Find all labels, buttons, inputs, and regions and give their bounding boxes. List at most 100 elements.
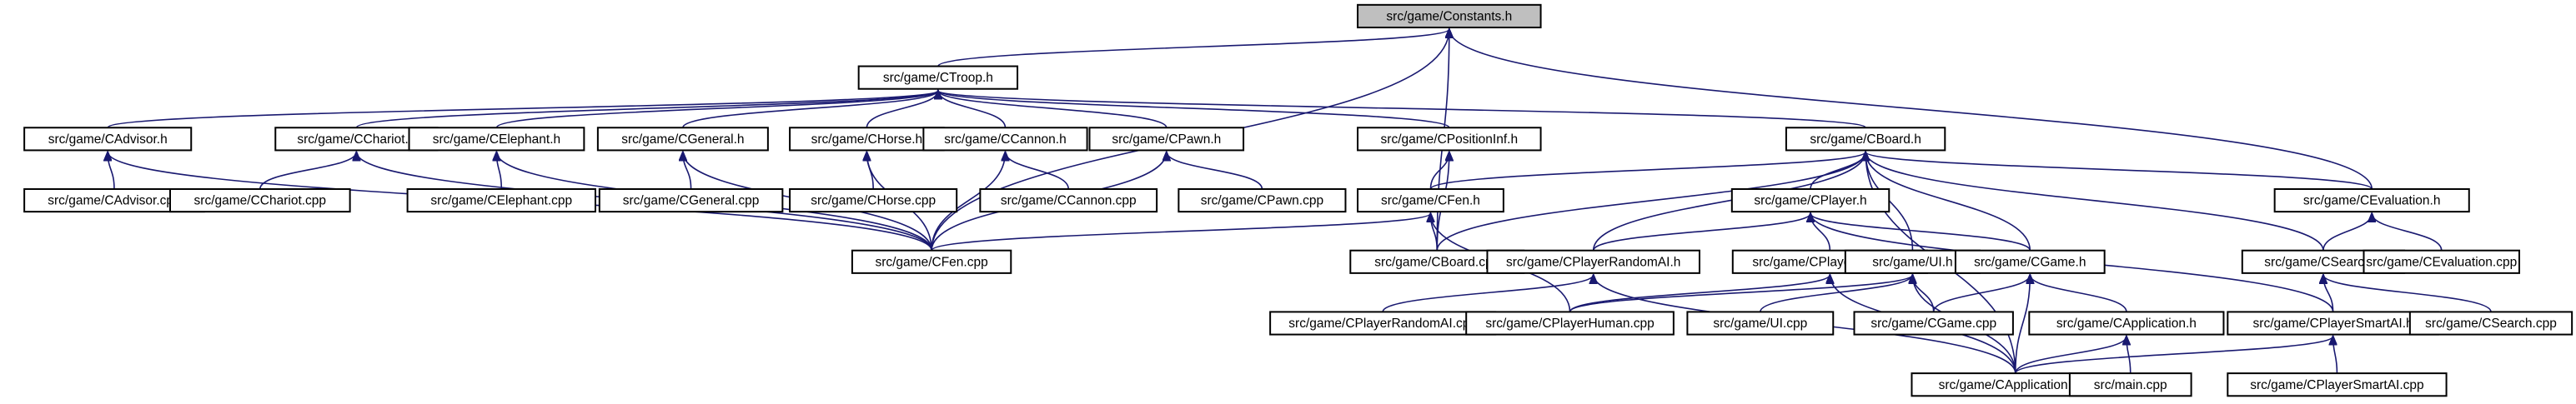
node-box xyxy=(979,187,1158,213)
node-cplayer-h[interactable]: src/game/CPlayer.h xyxy=(1730,187,1891,213)
node-label: src/game/CSearch.h xyxy=(2264,255,2382,269)
edge-cadvisor_h-to-ctroop xyxy=(107,91,938,128)
node-constants[interactable]: src/game/Constants.h xyxy=(1357,3,1542,28)
edge-cplayersmartai_cpp-to-cplayersmartai_h xyxy=(2333,337,2338,374)
node-box xyxy=(1730,187,1891,213)
node-chorse-h[interactable]: src/game/CHorse.h xyxy=(789,127,945,152)
node-cgeneral-h[interactable]: src/game/CGeneral.h xyxy=(596,127,769,152)
node-ccannon-cpp[interactable]: src/game/CCannon.cpp xyxy=(979,187,1158,213)
edge-cevaluation_h-to-constants xyxy=(1449,29,2373,189)
node-cplayersmartai-h[interactable]: src/game/CPlayerSmartAI.h xyxy=(2227,311,2439,336)
node-celephant-cpp[interactable]: src/game/CElephant.cpp xyxy=(406,187,596,213)
node-cgame-cpp[interactable]: src/game/CGame.cpp xyxy=(1853,311,2014,336)
node-cfen-cpp[interactable]: src/game/CFen.cpp xyxy=(851,249,1012,274)
node-ccannon-h[interactable]: src/game/CCannon.h xyxy=(922,127,1088,152)
node-box xyxy=(1465,311,1675,336)
node-cplayersmartai-cpp[interactable]: src/game/CPlayerSmartAI.cpp xyxy=(2227,372,2448,397)
node-cevaluation-h[interactable]: src/game/CEvaluation.h xyxy=(2273,187,2470,213)
node-label: src/game/CHorse.h xyxy=(811,132,923,147)
edge-cfen_h-to-cboard_h xyxy=(1429,152,1865,190)
node-cgeneral-cpp[interactable]: src/game/CGeneral.cpp xyxy=(598,187,784,213)
node-label: src/game/CPlayerSmartAI.h xyxy=(2253,317,2413,331)
node-box xyxy=(1853,311,2014,336)
edges-layer xyxy=(107,29,2492,374)
node-ui-cpp[interactable]: src/game/UI.cpp xyxy=(1686,311,1835,336)
node-label: src/game/CChariot.h xyxy=(297,132,415,147)
node-cfen-h[interactable]: src/game/CFen.h xyxy=(1357,187,1504,213)
node-label: src/game/CElephant.h xyxy=(433,132,560,147)
node-label: src/game/CElephant.cpp xyxy=(430,194,572,208)
node-ctroop[interactable]: src/game/CTroop.h xyxy=(857,65,1019,90)
edge-capplication_cpp-to-cgame_h xyxy=(2015,275,2030,374)
node-box xyxy=(1686,311,1835,336)
edge-cfen_cpp-to-cfen_h xyxy=(931,213,1430,252)
edge-cplayersmartai_h-to-csearch_h xyxy=(2323,275,2334,312)
node-cevaluation-cpp[interactable]: src/game/CEvaluation.cpp xyxy=(2363,249,2521,274)
node-label: src/game/CGame.h xyxy=(1974,255,2086,269)
node-label: src/game/CBoard.h xyxy=(1810,132,1921,147)
node-box xyxy=(1269,311,1497,336)
node-box xyxy=(1357,3,1542,28)
edge-cpositioninf_h-to-ctroop xyxy=(938,91,1450,128)
edge-cpawn_cpp-to-cpawn_h xyxy=(1167,152,1263,190)
node-label: src/game/CGeneral.h xyxy=(621,132,744,147)
edge-ctroop-to-constants xyxy=(937,29,1449,67)
node-label: src/game/CEvaluation.cpp xyxy=(2366,255,2517,269)
node-cadvisor-h[interactable]: src/game/CAdvisor.h xyxy=(23,127,193,152)
node-box xyxy=(408,127,585,152)
node-box xyxy=(1357,187,1504,213)
node-label: src/game/CPawn.cpp xyxy=(1201,194,1323,208)
edge-cgame_cpp-to-cgame_h xyxy=(1932,275,2031,312)
node-box xyxy=(2363,249,2521,274)
node-label: src/game/CSearch.cpp xyxy=(2425,317,2557,331)
node-label: src/game/CBoard.cpp xyxy=(1374,255,1499,269)
node-cchariot-cpp[interactable]: src/game/CChariot.cpp xyxy=(168,187,351,213)
node-box xyxy=(596,127,769,152)
node-label: src/game/CPositionInf.h xyxy=(1381,132,1519,147)
edge-cgame_cpp-to-ui_h xyxy=(1912,275,1935,312)
edge-capplication_h-to-cgame_h xyxy=(2030,275,2127,312)
node-label: src/game/CGame.cpp xyxy=(1870,317,1996,331)
edge-celephant_h-to-ctroop xyxy=(495,91,937,128)
node-label: src/game/CTroop.h xyxy=(883,71,993,85)
node-cpositioninf-h[interactable]: src/game/CPositionInf.h xyxy=(1357,127,1542,152)
node-label: src/game/CAdvisor.cpp xyxy=(48,194,180,208)
node-label: src/game/CGeneral.cpp xyxy=(623,194,760,208)
node-label: src/game/CPlayerHuman.cpp xyxy=(1485,317,1654,331)
edge-main_cpp-to-capplication_h xyxy=(2127,337,2132,374)
node-box xyxy=(1178,187,1347,213)
edge-cplayerrandomai_h-to-cplayer_h xyxy=(1592,213,1810,252)
node-label: src/game/CPlayerRandomAI.h xyxy=(1506,255,1680,269)
node-label: src/game/CPlayer.h xyxy=(1754,194,1866,208)
node-box xyxy=(1357,127,1542,152)
node-box xyxy=(598,187,784,213)
edge-cplayer_h-to-cboard_h xyxy=(1810,152,1865,190)
node-label: src/game/CHorse.cpp xyxy=(811,194,936,208)
node-label: src/game/CFen.h xyxy=(1381,194,1480,208)
node-csearch-cpp[interactable]: src/game/CSearch.cpp xyxy=(2408,311,2573,336)
node-cpawn-h[interactable]: src/game/CPawn.h xyxy=(1088,127,1245,152)
node-cplayerhuman-cpp[interactable]: src/game/CPlayerHuman.cpp xyxy=(1465,311,1675,336)
node-label: src/main.cpp xyxy=(2094,378,2167,392)
node-label: src/game/CCannon.h xyxy=(944,132,1066,147)
node-celephant-h[interactable]: src/game/CElephant.h xyxy=(408,127,585,152)
node-box xyxy=(857,65,1019,90)
node-main-cpp[interactable]: src/main.cpp xyxy=(2068,372,2192,397)
node-cgame-h[interactable]: src/game/CGame.h xyxy=(1954,249,2106,274)
edge-csearch_cpp-to-csearch_h xyxy=(2323,275,2492,312)
edge-cpawn_h-to-ctroop xyxy=(938,91,1167,128)
edge-cboard_cpp-to-cboard_h xyxy=(1436,152,1865,251)
edge-cfen_cpp-to-ccannon_h xyxy=(931,152,1005,251)
node-box xyxy=(851,249,1012,274)
node-cboard-h[interactable]: src/game/CBoard.h xyxy=(1785,127,1946,152)
node-box xyxy=(23,127,193,152)
node-cplayerrandomai-h[interactable]: src/game/CPlayerRandomAI.h xyxy=(1486,249,1700,274)
node-chorse-cpp[interactable]: src/game/CHorse.cpp xyxy=(789,187,958,213)
node-cpawn-cpp[interactable]: src/game/CPawn.cpp xyxy=(1178,187,1347,213)
edge-cplayerhuman_cpp-to-ui_h xyxy=(1569,275,1913,313)
node-label: src/game/CApplication.h xyxy=(2056,317,2197,331)
node-capplication-h[interactable]: src/game/CApplication.h xyxy=(2028,311,2225,336)
node-cplayerrandomai-cpp[interactable]: src/game/CPlayerRandomAI.cpp xyxy=(1269,311,1497,336)
edge-cevaluation_h-to-cboard_h xyxy=(1865,152,2373,190)
